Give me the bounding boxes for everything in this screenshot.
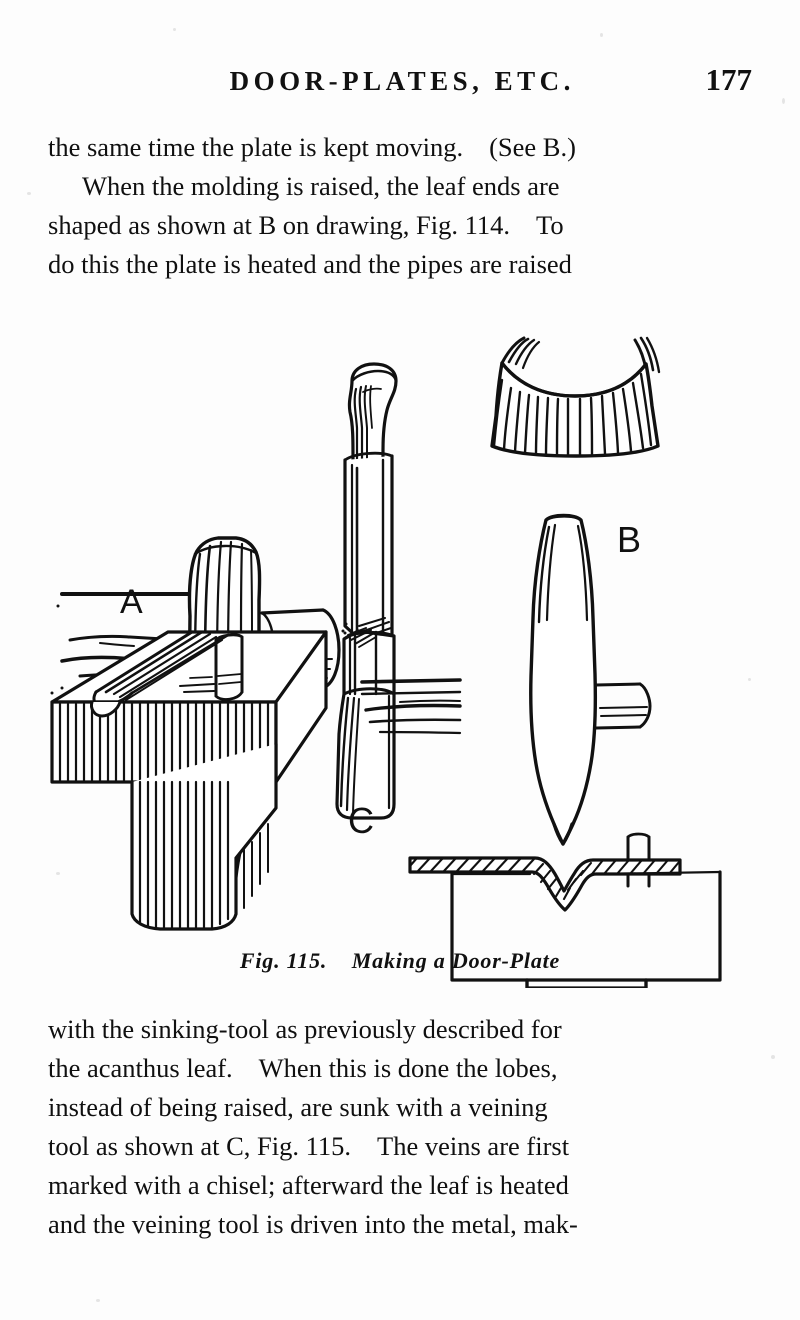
chisel-punch-part xyxy=(343,362,398,644)
scan-speck xyxy=(782,98,785,104)
line-segment: The veins are first xyxy=(377,1131,570,1161)
line-segment: shaped as shown at B on drawing, Fig. 11… xyxy=(48,210,510,240)
line-segment: instead of being raised, are sunk with a… xyxy=(48,1092,548,1122)
figure-caption: Fig. 115. Making a Door-Plate xyxy=(0,948,800,974)
scan-speck xyxy=(771,1055,775,1059)
running-head-title: DOOR-PLATES, ETC. xyxy=(229,66,575,96)
grooved-anvil-block-part xyxy=(50,604,328,931)
line-segment: the acanthus leaf. xyxy=(48,1053,233,1083)
figure-number: Fig. 115. xyxy=(239,948,328,973)
leaf-end-part xyxy=(490,336,661,458)
text-line: do this the plate is heated and the pipe… xyxy=(48,245,752,284)
line-segment: the same time the plate is kept moving. xyxy=(48,132,464,162)
scan-speck xyxy=(173,28,176,31)
running-head: DOOR-PLATES, ETC. 177 xyxy=(0,62,800,106)
scan-speck xyxy=(56,872,60,875)
page-number: 177 xyxy=(705,62,753,97)
scan-speck xyxy=(96,1299,100,1302)
veining-tool-part xyxy=(335,622,396,820)
bottom-paragraph: with the sinking-tool as previously desc… xyxy=(48,1010,752,1244)
text-line: the same time the plate is kept moving. (… xyxy=(48,128,752,167)
line-segment: To xyxy=(536,210,564,240)
sinking-tool-part xyxy=(360,513,722,988)
text-line: with the sinking-tool as previously desc… xyxy=(48,1010,752,1049)
paragraph-text: with the sinking-tool as previously desc… xyxy=(48,1010,752,1244)
line-segment: and the veining tool is driven into the … xyxy=(48,1209,578,1239)
scan-speck xyxy=(748,678,751,681)
text-line: shaped as shown at B on drawing, Fig. 11… xyxy=(48,206,752,245)
figure-title: Making a Door-Plate xyxy=(351,948,561,973)
text-line: tool as shown at C, Fig. 115. The veins a… xyxy=(48,1127,752,1166)
line-segment: (See B.) xyxy=(489,132,576,162)
line-segment: tool as shown at C, Fig. 115. xyxy=(48,1131,352,1161)
figure-label-b: B xyxy=(617,519,641,560)
line-segment: with the sinking-tool as previously desc… xyxy=(48,1014,562,1044)
text-line: and the veining tool is driven into the … xyxy=(48,1205,752,1244)
figure-label-a: A xyxy=(120,583,143,621)
paragraph-text: the same time the plate is kept moving. (… xyxy=(48,128,752,284)
figure-115-illustration: A xyxy=(40,288,760,988)
line-segment: When this is done the lobes, xyxy=(258,1053,558,1083)
line-segment: do this the plate is heated and the pipe… xyxy=(48,249,572,279)
scan-speck xyxy=(600,33,603,37)
figure-label-c: C xyxy=(348,800,374,841)
text-line: instead of being raised, are sunk with a… xyxy=(48,1088,752,1127)
text-line: When the molding is raised, the leaf end… xyxy=(48,167,752,206)
line-segment: When the molding is raised, the leaf end… xyxy=(82,171,560,201)
line-segment: marked with a chisel; afterward the leaf… xyxy=(48,1170,569,1200)
text-line: marked with a chisel; afterward the leaf… xyxy=(48,1166,752,1205)
text-line: the acanthus leaf. When this is done the … xyxy=(48,1049,752,1088)
scan-speck xyxy=(27,192,31,195)
top-paragraph: the same time the plate is kept moving. (… xyxy=(48,128,752,284)
